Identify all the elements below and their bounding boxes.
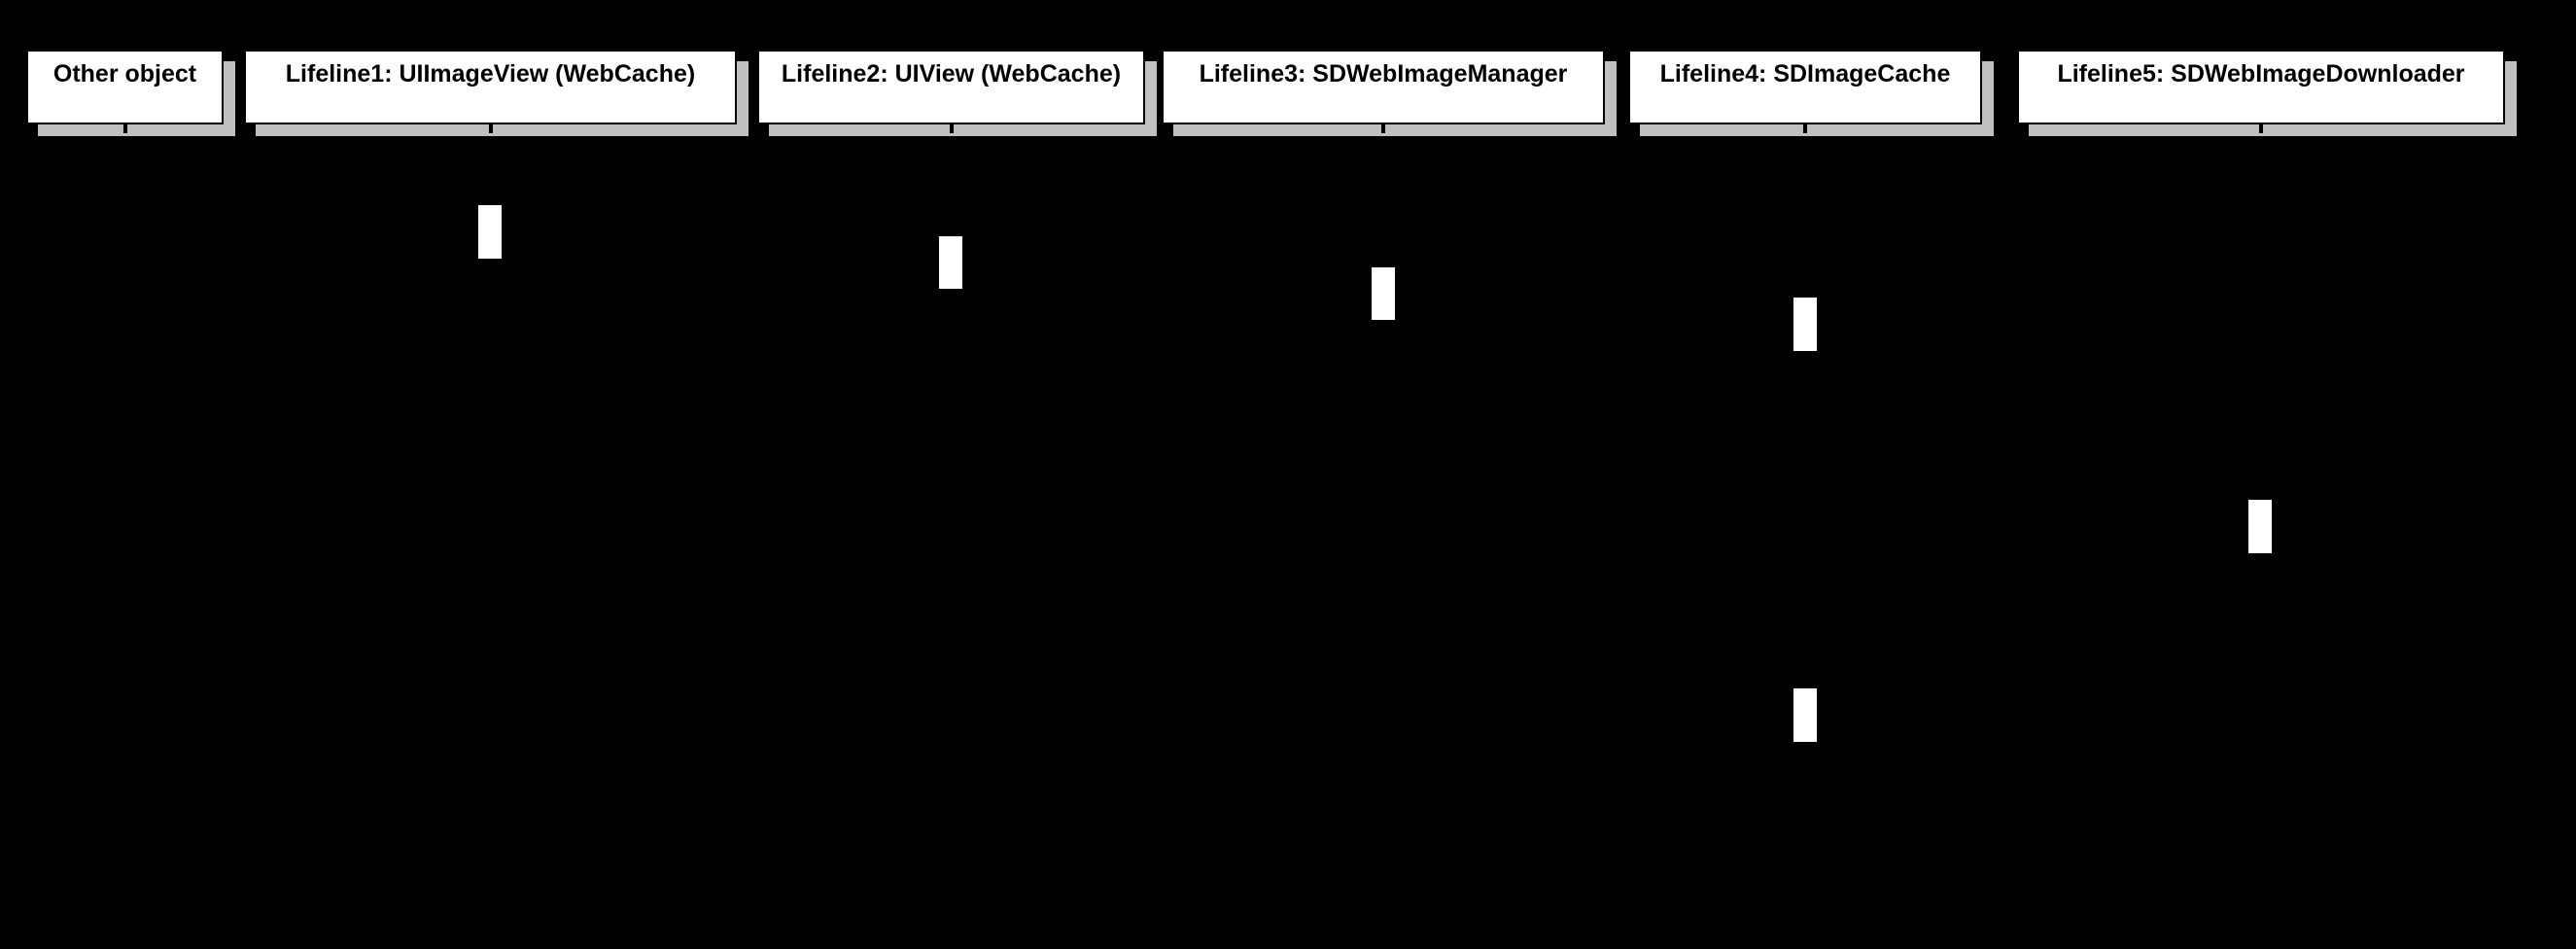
activation-bar-lifeline5 (2248, 500, 2272, 553)
lifeline-head-other-object: Other object (26, 50, 235, 136)
lifeline-head-lifeline5-sdwebimagedownloader: Lifeline5: SDWebImageDownloader (2017, 50, 2517, 136)
lifeline-tick (1803, 124, 1807, 133)
activation-bar-lifeline1 (478, 205, 502, 259)
lifeline-label: Lifeline1: UIImageView (WebCache) (285, 60, 696, 88)
activation-bar-lifeline4-second (1793, 688, 1817, 742)
lifeline-label: Lifeline5: SDWebImageDownloader (2057, 60, 2465, 88)
lifeline-box: Lifeline1: UIImageView (WebCache) (244, 50, 737, 124)
lifeline-tick (488, 124, 493, 133)
lifeline-tick (1381, 124, 1385, 133)
lifeline-label: Lifeline4: SDImageCache (1659, 60, 1951, 88)
lifeline-head-lifeline4-sdimagecache: Lifeline4: SDImageCache (1628, 50, 1994, 136)
lifeline-box: Lifeline4: SDImageCache (1628, 50, 1982, 124)
lifeline-head-lifeline3-sdwebimagemanager: Lifeline3: SDWebImageManager (1162, 50, 1617, 136)
lifeline-label: Other object (52, 60, 197, 88)
activation-bar-lifeline2 (939, 236, 962, 289)
activation-bar-lifeline4-first (1793, 298, 1817, 351)
lifeline-tick (2259, 124, 2263, 133)
lifeline-box: Other object (26, 50, 224, 124)
lifeline-tick (949, 124, 954, 133)
lifeline-head-lifeline1-uiimageview: Lifeline1: UIImageView (WebCache) (244, 50, 748, 136)
lifeline-head-lifeline2-uiview: Lifeline2: UIView (WebCache) (757, 50, 1157, 136)
lifeline-label: Lifeline3: SDWebImageManager (1199, 60, 1568, 88)
lifeline-box: Lifeline5: SDWebImageDownloader (2017, 50, 2505, 124)
lifeline-box: Lifeline3: SDWebImageManager (1162, 50, 1605, 124)
lifeline-tick (122, 124, 127, 133)
lifeline-label: Lifeline2: UIView (WebCache) (781, 60, 1122, 88)
lifeline-box: Lifeline2: UIView (WebCache) (757, 50, 1145, 124)
activation-bar-lifeline3 (1372, 267, 1395, 320)
